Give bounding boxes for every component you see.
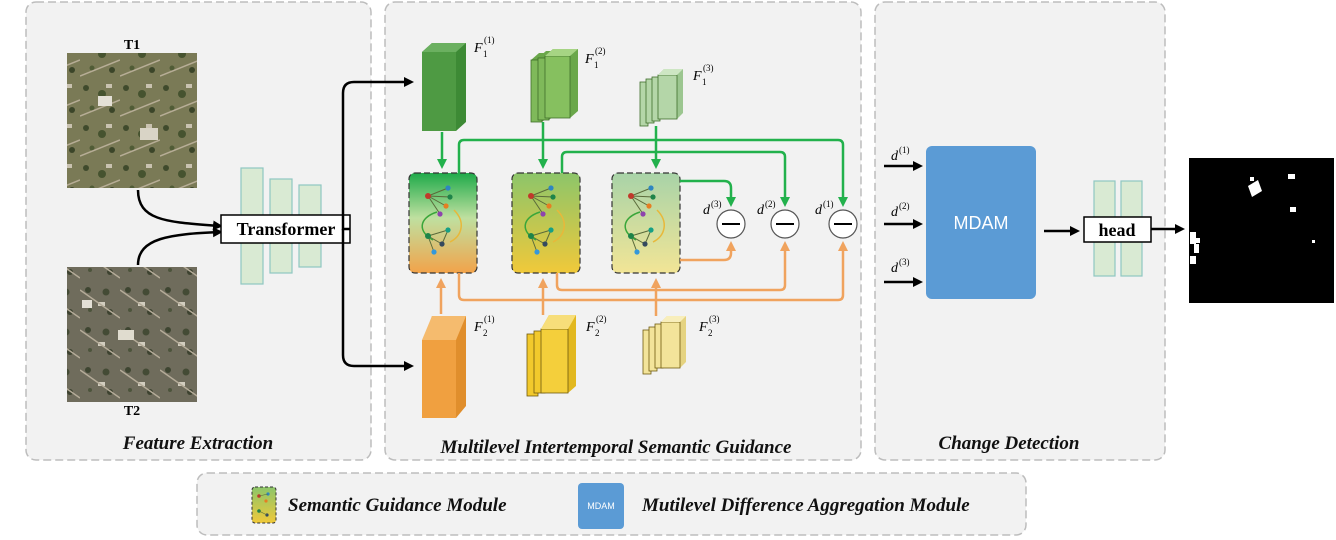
label-f1-level2: F 1 (2): [584, 46, 606, 70]
svg-text:(1): (1): [899, 145, 910, 155]
diff-node-level2: [770, 209, 800, 239]
svg-text:F: F: [698, 320, 708, 335]
svg-text:d: d: [891, 261, 899, 276]
transformer-to-f2-arrow: [341, 229, 414, 371]
svg-text:(2): (2): [595, 46, 606, 56]
svg-text:(3): (3): [899, 257, 910, 267]
legend-mdam-label: Mutilevel Difference Aggregation Module: [641, 495, 970, 516]
transformer-box: [220, 214, 351, 244]
svg-text:(3): (3): [711, 199, 722, 209]
svg-text:1: 1: [483, 49, 488, 59]
t2-to-transformer-arrow: [136, 227, 223, 266]
sgm-module-3: [611, 172, 681, 274]
sgm2-to-diff2-green: [560, 150, 790, 207]
sgm3-to-diff3-orange: [680, 241, 736, 262]
sgm-module-2: [511, 172, 581, 274]
transformer-label: Transformer: [237, 219, 336, 239]
label-f2-level2: F 2 (2): [585, 314, 607, 338]
svg-text:F: F: [692, 69, 702, 84]
mdam-input-d3: d (3): [884, 257, 923, 287]
legend-sgm-label: Semantic Guidance Module: [288, 495, 507, 516]
transformer-to-f1-arrow: [341, 77, 414, 231]
svg-text:F: F: [473, 320, 483, 335]
mdam-block: [926, 146, 1036, 299]
t1-building: [140, 128, 158, 140]
svg-text:(2): (2): [899, 201, 910, 211]
t1-image: [67, 53, 197, 188]
mdam-label: MDAM: [954, 213, 1009, 233]
svg-text:(3): (3): [703, 63, 714, 73]
t2-building: [118, 330, 134, 340]
sgm2-to-diff2-orange: [555, 241, 790, 292]
panel-title-semantic-guidance: Multilevel Intertemporal Semantic Guidan…: [440, 437, 793, 458]
feature-f1-level1: [422, 43, 466, 131]
feature-f2-level1: [422, 316, 466, 418]
sgm1-to-diff1-green: [457, 138, 848, 207]
t2-label: T2: [124, 404, 140, 419]
svg-text:d: d: [891, 149, 899, 164]
sgm1-to-diff1-orange: [457, 241, 848, 302]
svg-text:2: 2: [595, 328, 600, 338]
change-map-output: [1189, 158, 1334, 303]
head-box: [1083, 216, 1152, 243]
svg-text:F: F: [473, 41, 483, 56]
diff-label-level3: d (3): [703, 199, 722, 218]
svg-text:(2): (2): [765, 199, 776, 209]
feature-f2-level2: [526, 315, 576, 397]
label-f1-level1: F 1 (1): [473, 35, 495, 59]
t2-building: [82, 300, 92, 308]
feature-f1-level3: [639, 69, 683, 127]
diff-node-level1: [828, 209, 858, 239]
svg-text:d: d: [703, 203, 711, 218]
svg-text:2: 2: [708, 328, 713, 338]
svg-text:d: d: [815, 203, 823, 218]
mdam-input-d2: d (2): [884, 201, 923, 229]
label-f2-level3: F 2 (3): [698, 314, 720, 338]
svg-text:(3): (3): [709, 314, 720, 324]
panel-title-change-detection: Change Detection: [939, 433, 1080, 454]
diff-label-level1: d (1): [815, 199, 834, 218]
panel-title-feature-extraction: Feature Extraction: [122, 433, 273, 454]
sgm-module-1: [408, 172, 478, 274]
label-f1-level3: F 1 (3): [692, 63, 714, 87]
mdam-input-d1: d (1): [884, 145, 923, 171]
legend-mdam-icon-text: MDAM: [587, 501, 615, 511]
legend-sgm-icon: [251, 486, 277, 524]
svg-text:d: d: [891, 205, 899, 220]
t1-building: [98, 96, 112, 106]
svg-text:(2): (2): [596, 314, 607, 324]
svg-text:(1): (1): [823, 199, 834, 209]
head-label: head: [1098, 220, 1135, 240]
legend-mdam-icon: [578, 483, 624, 529]
svg-text:(1): (1): [484, 314, 495, 324]
svg-text:2: 2: [483, 328, 488, 338]
svg-text:1: 1: [594, 60, 599, 70]
sgm3-to-diff3-green: [680, 179, 736, 207]
diff-label-level2: d (2): [757, 199, 776, 218]
diff-node-level3: [716, 209, 746, 239]
svg-text:F: F: [585, 320, 595, 335]
svg-text:F: F: [584, 52, 594, 67]
svg-text:(1): (1): [484, 35, 495, 45]
feature-f1-level2: [530, 49, 578, 123]
svg-text:d: d: [757, 203, 765, 218]
svg-text:1: 1: [702, 77, 707, 87]
t1-label: T1: [124, 38, 140, 53]
feature-f2-level3: [642, 316, 686, 375]
t1-to-transformer-arrow: [136, 189, 223, 231]
label-f2-level1: F 2 (1): [473, 314, 495, 338]
